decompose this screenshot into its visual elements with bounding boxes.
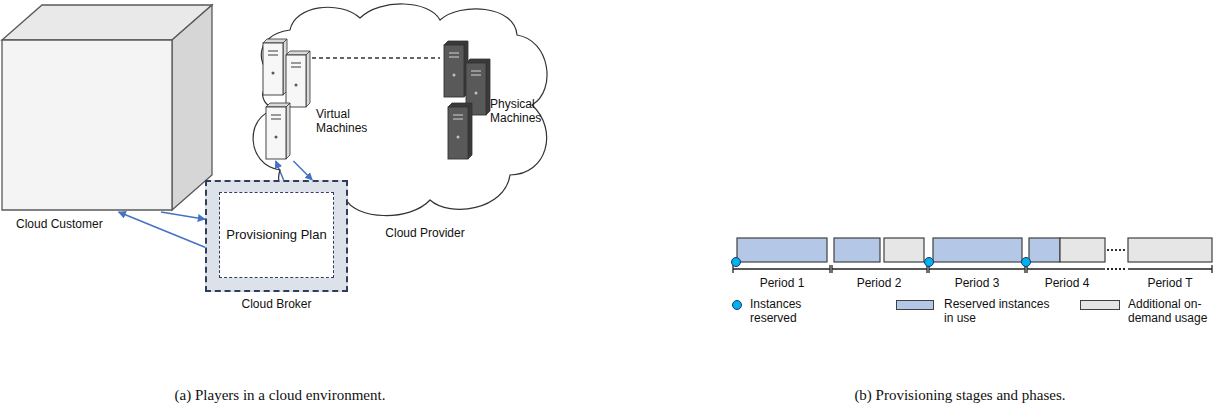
text-holder: Period 4 (1027, 276, 1107, 290)
node-label: Cloud Customer (16, 217, 103, 231)
server-top (266, 103, 290, 107)
period-label: Period 3 (955, 276, 1000, 290)
server-top (448, 103, 472, 107)
cube-front (2, 40, 172, 210)
server-led (272, 72, 275, 75)
server-slot (453, 114, 463, 115)
server-led (475, 92, 478, 95)
text-holder: Cloud Customer (16, 217, 103, 231)
server-top (286, 51, 310, 55)
text-holder: Virtual Machines (316, 107, 376, 136)
text-holder: (b) Provisioning stages and phases. (780, 386, 1140, 404)
legend-swatch (732, 300, 742, 310)
text-holder: Period 1 (742, 276, 822, 290)
text-holder: Instances reserved (750, 297, 828, 326)
server-slot (471, 70, 481, 71)
reservation-dots (732, 258, 1031, 267)
server-slot (271, 118, 281, 119)
server-slot (471, 74, 481, 75)
vm-group: Virtual Machines (258, 35, 376, 161)
cloud-outline (253, 4, 547, 216)
legend-text: Instances reserved (750, 297, 801, 325)
legend-swatch (896, 300, 934, 310)
server-slot (268, 54, 278, 55)
connector-arrow (161, 212, 205, 219)
server-body (444, 45, 464, 97)
text-holder: (a) Players in a cloud environment. (100, 386, 460, 404)
server-body (266, 107, 286, 159)
server-top (444, 41, 468, 45)
text-holder: Cloud Broker (205, 297, 348, 311)
pm-group: Physical Machines (440, 35, 555, 161)
customer-cube: Cloud Customer (2, 5, 214, 212)
text-holder: Reserved instances in use (944, 297, 1062, 326)
period-label: Period 4 (1045, 276, 1090, 290)
server-side (306, 51, 310, 107)
text-holder: Period 3 (937, 276, 1017, 290)
legend-text: Additional on-demand usage (1128, 297, 1207, 325)
node-label: Cloud Provider (385, 226, 464, 240)
node-label: Cloud Broker (241, 297, 311, 311)
server-led (295, 84, 298, 87)
server-top (263, 39, 287, 43)
server-slot (453, 118, 463, 119)
text-holder: Cloud Provider (325, 226, 525, 240)
node-label: Physical Machines (490, 97, 541, 125)
machine-link (312, 57, 440, 59)
dotted-gap (1107, 249, 1126, 251)
period-label: Period 1 (760, 276, 805, 290)
period-label: Period 2 (857, 276, 902, 290)
server-slot (449, 52, 459, 53)
time-axis (733, 265, 1212, 273)
server-icons (258, 35, 318, 165)
server-led (453, 74, 456, 77)
text-holder: Physical Machines (490, 97, 552, 126)
connector-arrow (293, 161, 312, 180)
period-label: Period T (1147, 276, 1192, 290)
text-holder: Period 2 (839, 276, 919, 290)
server-body (263, 43, 283, 95)
plan-box: Provisioning Plan (219, 192, 334, 278)
connector-arrow (119, 212, 205, 247)
server-slot (291, 66, 301, 67)
node-label: Virtual Machines (316, 107, 367, 135)
server-top (466, 59, 490, 63)
server-side (486, 59, 490, 115)
server-slot (291, 62, 301, 63)
text-holder: Period T (1130, 276, 1210, 290)
server-body (286, 55, 306, 107)
text-holder: Additional on-demand usage (1128, 297, 1212, 326)
server-slot (271, 114, 281, 115)
broker-box: Cloud BrokerProvisioning Plan (205, 180, 348, 292)
server-led (457, 136, 460, 139)
figure-caption: (b) Provisioning stages and phases. (854, 387, 1065, 403)
server-side (468, 103, 472, 159)
node-label: Provisioning Plan (226, 227, 326, 243)
figure-caption: (a) Players in a cloud environment. (175, 387, 386, 403)
period-bars (737, 238, 1212, 262)
server-body (448, 107, 468, 159)
server-slot (268, 50, 278, 51)
server-slot (449, 56, 459, 57)
cube-shape (2, 5, 214, 212)
server-led (275, 136, 278, 139)
legend-swatch (1080, 300, 1120, 310)
server-side (286, 103, 290, 159)
legend-text: Reserved instances in use (944, 297, 1049, 325)
